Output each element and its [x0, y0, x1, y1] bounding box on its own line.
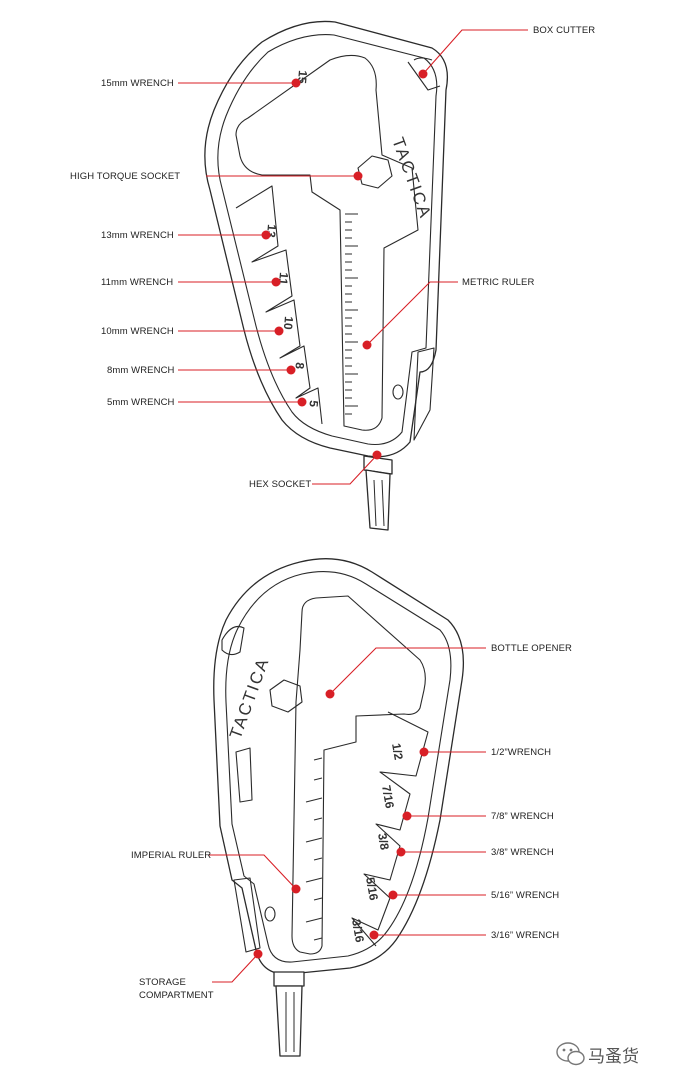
hex-socket-label: HEX SOCKET	[249, 479, 311, 490]
front-tool-inner-body	[217, 34, 438, 446]
front-callouts: BOX CUTTER 15mm WRENCH HIGH TORQUE SOCKE…	[70, 25, 595, 490]
seven-eighths-wrench-dot	[402, 811, 412, 821]
back-storage-grip	[233, 877, 261, 953]
13mm-wrench-label: 13mm WRENCH	[101, 230, 174, 241]
storage-compartment-label-line1: STORAGE	[139, 977, 186, 988]
front-engraving-5: 5	[306, 400, 321, 408]
metric-ruler-label: METRIC RULER	[462, 277, 534, 288]
five-sixteenths-wrench-dot	[388, 890, 398, 900]
8mm-wrench-dot	[286, 365, 296, 375]
high-torque-socket-label: HIGH TORQUE SOCKET	[70, 171, 180, 182]
three-sixteenths-wrench-label: 3/16” WRENCH	[491, 930, 559, 941]
back-engraving-5-16: 5/16	[363, 876, 381, 902]
seven-eighths-wrench-label: 7/8” WRENCH	[491, 811, 554, 822]
storage-compartment-label-line2: COMPARTMENT	[139, 990, 214, 1001]
front-view-tool: TACTICA 15 13 11 10 8 5	[204, 20, 449, 531]
storage-compartment-leader	[212, 953, 259, 983]
back-bottle-opener-notch	[221, 625, 245, 656]
box-cutter-leader	[422, 29, 528, 75]
5mm-wrench-label: 5mm WRENCH	[107, 397, 175, 408]
high-torque-socket-dot	[353, 171, 363, 181]
10mm-wrench-label: 10mm WRENCH	[101, 326, 174, 337]
metric-ruler-leader	[366, 281, 458, 346]
back-wrench-steps	[351, 711, 429, 947]
imperial-ruler-leader	[209, 854, 297, 890]
8mm-wrench-label: 8mm WRENCH	[107, 365, 175, 376]
back-callouts: BOTTLE OPENER 1/2”WRENCH 7/8” WRENCH IMP…	[131, 643, 572, 1001]
front-hex-bit	[363, 455, 393, 531]
back-engraving-3-8: 3/8	[375, 832, 392, 851]
back-tool-cutout	[291, 595, 426, 955]
front-tool-cutout	[235, 54, 419, 431]
back-engraving-3-16: 3/16	[349, 918, 367, 944]
front-side-grip	[413, 347, 435, 441]
back-lanyard-hole	[264, 906, 276, 922]
metric-ruler-dot	[362, 340, 372, 350]
front-hex-socket-shape	[357, 155, 393, 189]
front-lanyard-hole	[392, 384, 404, 400]
back-engraving-7-16: 7/16	[379, 784, 397, 810]
back-side-grip	[235, 747, 253, 803]
bottle-opener-leader	[329, 647, 486, 695]
back-imperial-ruler-ticks	[305, 757, 323, 941]
15mm-wrench-dot	[291, 78, 301, 88]
front-wrench-steps	[235, 185, 323, 425]
box-cutter-label: BOX CUTTER	[533, 25, 595, 36]
bottle-opener-label: BOTTLE OPENER	[491, 643, 572, 654]
front-engraving-10: 10	[281, 316, 296, 331]
imperial-ruler-label: IMPERIAL RULER	[131, 850, 211, 861]
hex-socket-dot	[372, 450, 382, 460]
11mm-wrench-dot	[271, 277, 281, 287]
back-view-tool: TACTICA 1/2 7/16 3/8 5/16 3/16	[213, 558, 465, 1057]
bottle-opener-dot	[325, 689, 335, 699]
15mm-wrench-label: 15mm WRENCH	[101, 78, 174, 89]
back-tool-outer-body	[213, 558, 465, 975]
half-inch-wrench-label: 1/2”WRENCH	[491, 747, 551, 758]
wechat-icon	[556, 1042, 585, 1066]
three-eighths-wrench-label: 3/8” WRENCH	[491, 847, 554, 858]
five-sixteenths-wrench-label: 5/16” WRENCH	[491, 890, 559, 901]
back-tool-inner-body	[225, 571, 452, 963]
back-hex-bit	[273, 971, 305, 1057]
back-engraving-1-2: 1/2	[389, 742, 406, 761]
front-tool-outer-body	[204, 20, 449, 458]
10mm-wrench-dot	[274, 326, 284, 336]
watermark-text: 马蚤货	[588, 1047, 639, 1067]
front-engraving-8: 8	[292, 362, 307, 370]
11mm-wrench-label: 11mm WRENCH	[101, 277, 173, 288]
front-box-cutter-notch	[407, 57, 441, 91]
box-cutter-dot	[418, 69, 428, 79]
three-sixteenths-wrench-dot	[369, 930, 379, 940]
watermark: 马蚤货	[556, 1042, 639, 1067]
13mm-wrench-dot	[261, 230, 271, 240]
imperial-ruler-dot	[291, 884, 301, 894]
hex-socket-leader	[312, 454, 378, 485]
5mm-wrench-dot	[297, 397, 307, 407]
storage-compartment-dot	[253, 949, 263, 959]
back-hex-socket-shape	[269, 679, 303, 713]
half-inch-wrench-dot	[419, 747, 429, 757]
three-eighths-wrench-dot	[396, 847, 406, 857]
front-metric-ruler-ticks	[345, 213, 358, 415]
